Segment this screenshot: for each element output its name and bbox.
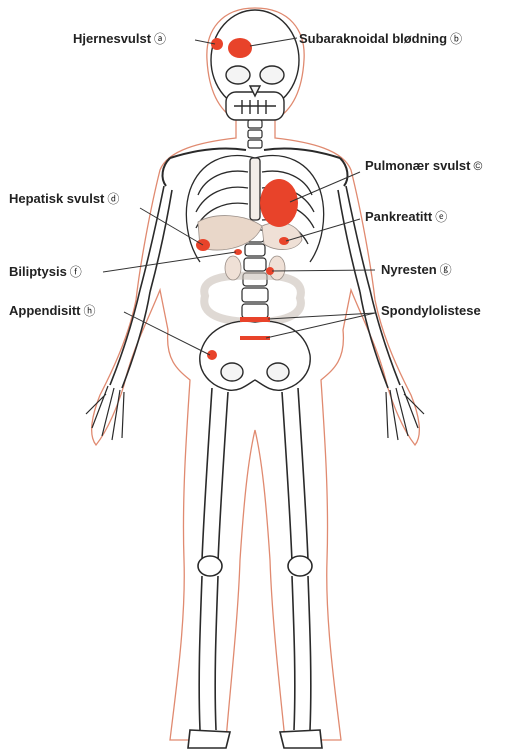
label-marker: ⓗ	[84, 304, 96, 318]
legs	[188, 388, 322, 748]
label-marker: ⓓ	[107, 192, 119, 206]
lesion-subarachnoid	[228, 38, 252, 58]
label-marker: ⓕ	[70, 265, 82, 279]
label-marker: ©	[473, 159, 482, 173]
label-marker: ⓔ	[435, 210, 447, 224]
label-text: Pankreatitt	[365, 209, 432, 224]
label-text: Hjernesvulst	[73, 31, 151, 46]
label-spondylolisthesis: Spondylolistese	[381, 303, 481, 319]
label-text: Pulmonær svulst	[365, 158, 470, 173]
label-lung-tumor: Pulmonær svulst©	[365, 158, 482, 174]
lesion-appendix	[207, 350, 217, 360]
label-marker: ⓐ	[154, 32, 166, 46]
label-text: Nyresten	[381, 262, 437, 277]
label-text: Appendisitt	[9, 303, 81, 318]
lesion-lung	[260, 179, 298, 227]
lesion-spondylolisthesis	[240, 317, 270, 322]
label-text: Hepatisk svulst	[9, 191, 104, 206]
label-marker: ⓖ	[440, 263, 452, 277]
label-text: Spondylolistese	[381, 303, 481, 318]
label-marker: ⓑ	[450, 32, 462, 46]
label-text: Biliptysis	[9, 264, 67, 279]
skull	[211, 10, 299, 120]
kidney-left	[225, 256, 241, 280]
label-text: Subaraknoidal blødning	[299, 31, 447, 46]
